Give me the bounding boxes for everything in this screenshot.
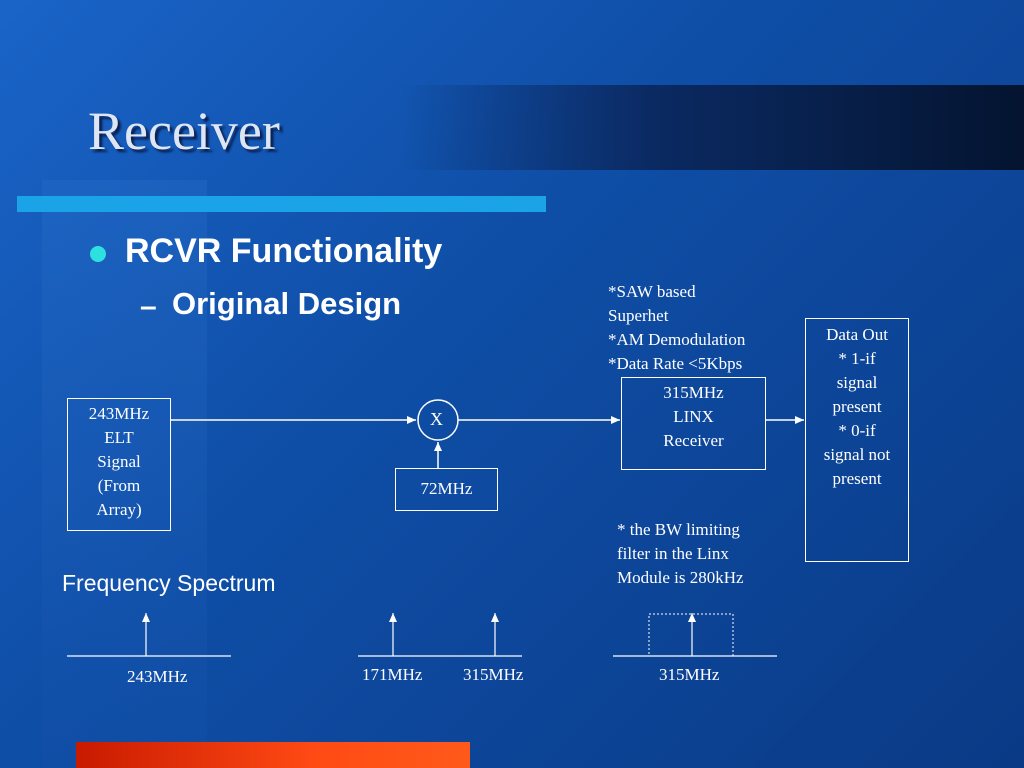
data-out-line-3: signal [836, 373, 878, 392]
mixer-label: X [430, 409, 443, 429]
bullet-rcvr-functionality: RCVR Functionality [125, 232, 443, 270]
title-underline-bar [17, 196, 546, 212]
data-out-box: Data Out * 1-if signal present * 0-if si… [805, 318, 909, 562]
spectrum3-label: 315MHz [659, 665, 720, 684]
spectrum3-filter-passband [648, 613, 734, 657]
lo-label: 72MHz [420, 479, 473, 498]
elt-line-3: Signal [97, 452, 141, 471]
data-out-line-7: present [832, 469, 882, 488]
bw-note-3: Module is 280kHz [617, 568, 744, 587]
sub-bullet-original-design: Original Design [172, 286, 402, 321]
data-out-line-2: * 1-if [838, 349, 876, 368]
bw-note-2: filter in the Linx [617, 544, 729, 563]
linx-receiver-box: 315MHz LINX Receiver [621, 377, 766, 470]
receiver-note-1: *SAW based [608, 282, 696, 301]
elt-line-2: ELT [104, 428, 134, 447]
receiver-note-4: *Data Rate <5Kbps [608, 354, 743, 373]
data-out-line-1: Data Out [826, 325, 888, 344]
elt-line-5: Array) [96, 500, 142, 519]
elt-input-box: 243MHz ELT Signal (From Array) [67, 398, 171, 531]
local-oscillator-box: 72MHz [395, 468, 498, 511]
data-out-line-4: present [832, 397, 882, 416]
bottom-accent-bar [76, 742, 470, 768]
bullet-dot-icon [90, 246, 106, 262]
slide-title: Receiver [88, 101, 280, 161]
receiver-line-3: Receiver [663, 431, 724, 450]
sub-bullet-dash: – [140, 290, 157, 323]
left-shade-panel [42, 180, 207, 768]
elt-line-1: 243MHz [88, 404, 150, 423]
bw-note-1: * the BW limiting [617, 520, 740, 539]
data-out-line-5: * 0-if [838, 421, 876, 440]
bw-limiting-note: * the BW limiting filter in the Linx Mod… [617, 518, 744, 590]
receiver-notes: *SAW based Superhet *AM Demodulation *Da… [608, 280, 745, 376]
receiver-note-2: Superhet [608, 306, 669, 325]
receiver-line-2: LINX [673, 407, 714, 426]
receiver-line-1: 315MHz [663, 383, 724, 402]
frequency-spectrum-title: Frequency Spectrum [62, 570, 276, 596]
spectrum1-label: 243MHz [127, 667, 188, 686]
receiver-note-3: *AM Demodulation [608, 330, 746, 349]
spectrum2-label-315: 315MHz [463, 665, 524, 684]
spectrum2-label-171: 171MHz [362, 665, 423, 684]
title-band [400, 85, 1024, 170]
data-out-line-6: signal not [823, 445, 891, 464]
elt-line-4: (From [97, 476, 141, 495]
